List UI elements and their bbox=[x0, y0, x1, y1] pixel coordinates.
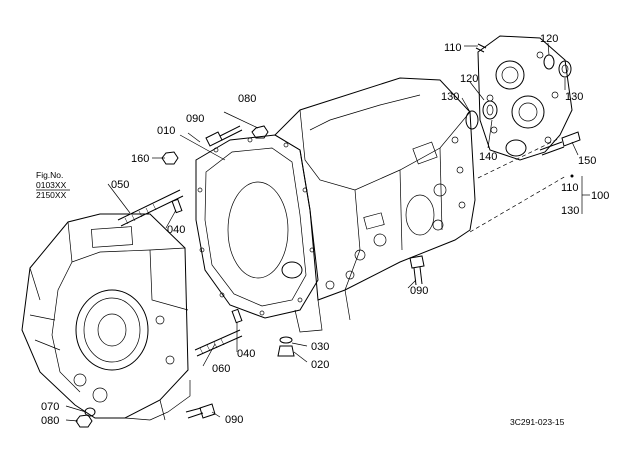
front-housing bbox=[21, 213, 191, 421]
callout-130-group: 130 bbox=[561, 205, 579, 217]
figure-number-block: Fig.No. 0103XX 2150XX bbox=[36, 170, 70, 200]
fig-ref-1: 0103XX bbox=[36, 180, 67, 190]
transmission-case bbox=[274, 77, 476, 333]
callout-110-top: 110 bbox=[444, 42, 462, 54]
callout-040-upper: 040 bbox=[167, 224, 185, 236]
callout-010: 010 bbox=[157, 125, 175, 137]
seals bbox=[465, 54, 572, 130]
drawing-code: 3C291-023-15 bbox=[510, 417, 565, 427]
callout-120-top: 120 bbox=[540, 33, 558, 45]
callout-070: 070 bbox=[41, 401, 59, 413]
callout-110-right: 110 bbox=[561, 182, 579, 194]
callout-140: 140 bbox=[479, 151, 497, 163]
fig-ref-2: 2150XX bbox=[36, 190, 67, 200]
clutch-housing-frame bbox=[195, 134, 319, 319]
callout-130-right: 130 bbox=[565, 91, 583, 103]
callout-080-bottom: 080 bbox=[41, 415, 59, 427]
callout-050: 050 bbox=[111, 179, 129, 191]
callout-090-top: 090 bbox=[186, 113, 204, 125]
leader-lines bbox=[65, 42, 590, 422]
callout-060: 060 bbox=[212, 363, 230, 375]
rear-cover bbox=[477, 35, 573, 161]
callout-130-left: 130 bbox=[441, 91, 459, 103]
callout-120-mid: 120 bbox=[460, 73, 478, 85]
callout-090-bottom: 090 bbox=[225, 414, 243, 426]
callout-090-right: 090 bbox=[410, 285, 428, 297]
callout-100: 100 bbox=[591, 190, 609, 202]
callout-040-lower: 040 bbox=[237, 348, 255, 360]
callout-labels: 010 020 030 040 040 050 060 070 080 080 … bbox=[41, 33, 609, 427]
callout-080-top: 080 bbox=[238, 93, 256, 105]
callout-150: 150 bbox=[578, 155, 596, 167]
callout-160: 160 bbox=[131, 153, 149, 165]
fig-label: Fig.No. bbox=[36, 170, 63, 180]
callout-020: 020 bbox=[311, 359, 329, 371]
callout-030: 030 bbox=[311, 341, 329, 353]
